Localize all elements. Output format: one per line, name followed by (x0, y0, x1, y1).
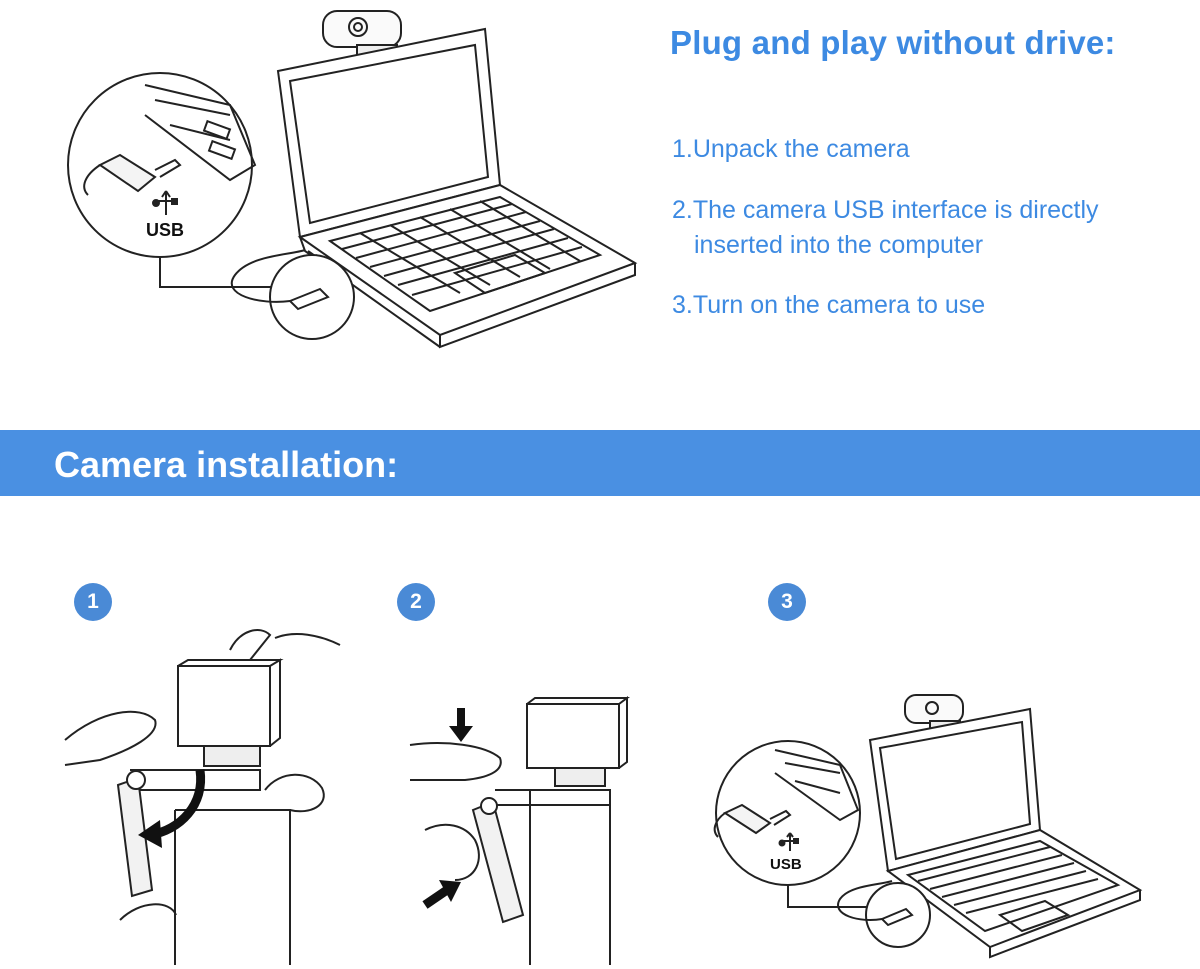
install-illustration-1 (60, 620, 360, 965)
install-step-3-badge: 3 (768, 583, 806, 621)
step-2-text: 2.The camera USB interface is directly (672, 196, 1099, 224)
usb-label-top: USB (146, 220, 185, 240)
right-arrow-icon (425, 880, 461, 905)
install-drawing-2 (405, 690, 635, 965)
laptop-drawing (60, 5, 640, 355)
install-illustration-2 (405, 690, 635, 965)
usb-icon (153, 191, 177, 215)
step-3-text: 3.Turn on the camera to use (672, 291, 986, 319)
curved-arrow-icon (138, 770, 201, 848)
install-step-2-badge: 2 (397, 583, 435, 621)
usb-label-bottom: USB (770, 856, 802, 873)
usb-icon-bottom (780, 833, 799, 851)
section-banner (0, 430, 1200, 496)
page-title: Plug and play without drive: (670, 24, 1116, 61)
step-1-text: 1.Unpack the camera (672, 135, 910, 163)
step-2-text-cont: inserted into the computer (694, 231, 984, 259)
install-illustration-3 (700, 685, 1180, 965)
down-arrow-icon (449, 708, 473, 742)
laptop-drawing-bottom (700, 685, 1180, 965)
banner-title: Camera installation: (54, 444, 399, 485)
install-drawing-1 (60, 620, 360, 965)
install-step-1-badge: 1 (74, 583, 112, 621)
laptop-usb-illustration-top (60, 5, 640, 355)
